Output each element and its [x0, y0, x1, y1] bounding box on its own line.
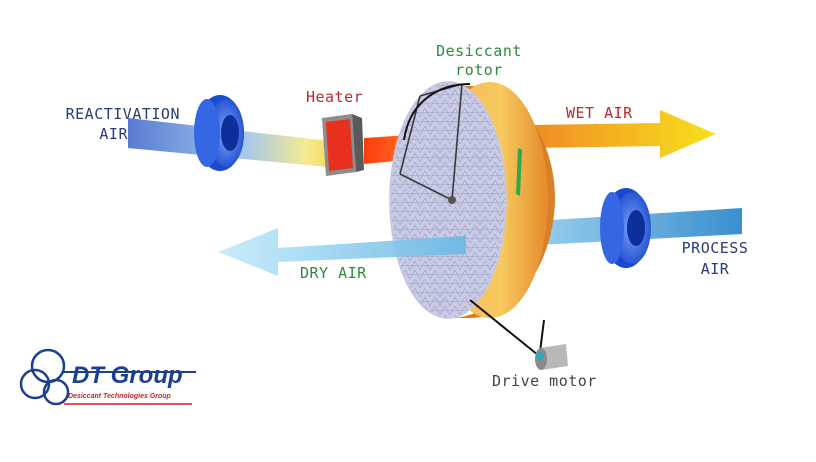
process-air-label-line1: PROCESS: [681, 239, 749, 257]
desiccant-rotor-label: Desiccant rotor: [424, 42, 534, 80]
drive-motor-label: Drive motor: [492, 372, 597, 390]
reactivation-air-label-line2: AIR: [99, 125, 128, 143]
wet-air-arrow: [530, 110, 716, 158]
process-fan-icon: [600, 188, 651, 268]
dry-air-label: DRY AIR: [300, 264, 367, 282]
reactivation-air-label-line1: REACTIVATION: [65, 105, 180, 123]
heater-icon: [322, 114, 364, 176]
logo-tagline: Desiccant Technologies Group: [68, 393, 171, 400]
heater-label: Heater: [306, 88, 364, 106]
desiccant-rotor-label-line1: Desiccant: [436, 42, 522, 60]
process-air-label: PROCESS AIR: [660, 238, 770, 280]
dry-air-arrow: [218, 228, 466, 276]
reactivation-fan-icon: [194, 95, 244, 171]
wet-air-label: WET AIR: [566, 104, 633, 122]
drive-motor-icon: [535, 344, 568, 370]
desiccant-rotor: [389, 81, 555, 356]
reactivation-air-label: REACTIVATION AIR: [20, 104, 180, 144]
logo-name: DT Group: [72, 362, 183, 389]
desiccant-rotor-label-line2: rotor: [455, 61, 503, 79]
dt-group-logo-icon: [19, 348, 196, 406]
process-air-label-line2: AIR: [700, 260, 730, 278]
